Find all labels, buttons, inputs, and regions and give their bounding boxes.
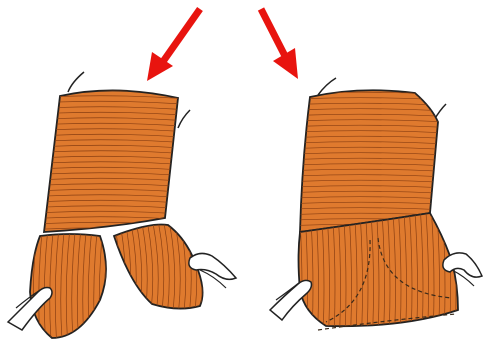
muscle-fiber <box>459 212 462 334</box>
arrow-down-left-icon <box>147 9 200 81</box>
muscle-fiber <box>114 218 120 316</box>
arrow-down-right-icon <box>261 9 298 79</box>
right-muscle-flap <box>270 78 482 334</box>
muscle-fiber <box>295 87 445 89</box>
muscle-fiber <box>110 228 114 342</box>
muscle-fiber <box>294 212 297 334</box>
muscle-fiber <box>108 218 114 316</box>
left-muscle-flap <box>8 72 236 342</box>
